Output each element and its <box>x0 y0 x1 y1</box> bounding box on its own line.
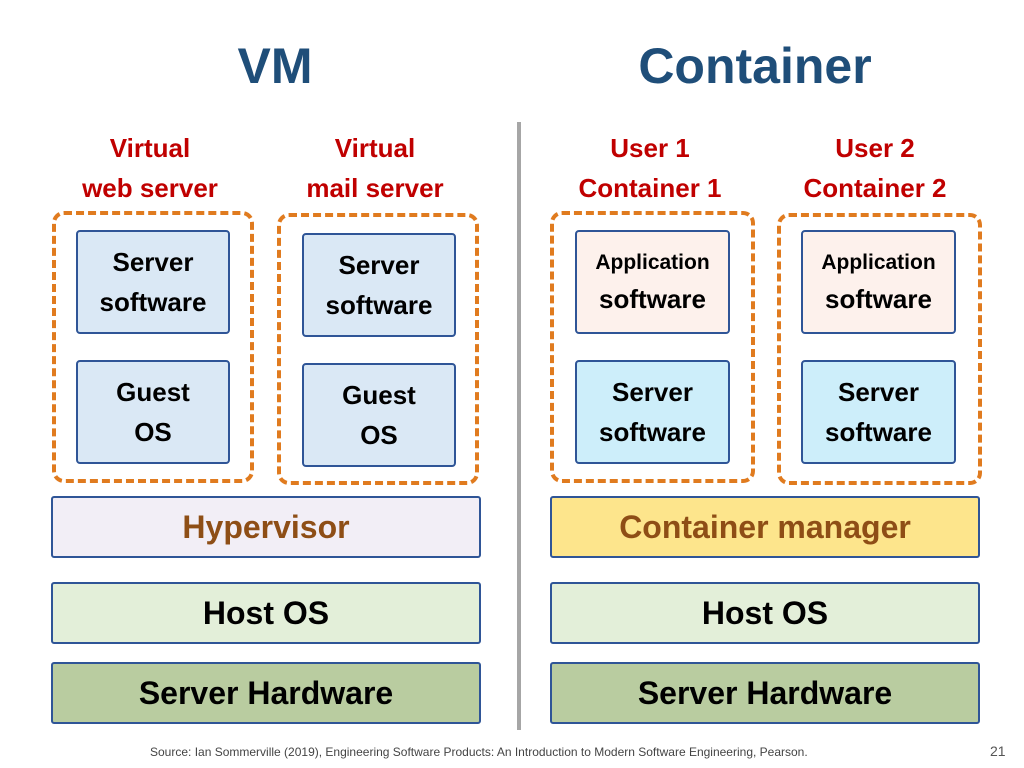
center-divider <box>517 122 521 730</box>
layer-label: Host OS <box>701 594 829 631</box>
box-text: software <box>99 287 207 317</box>
vm-label-mail-server: Virtual mail server <box>285 128 465 208</box>
box-text: Application <box>821 251 936 274</box>
label-line: User 2 <box>835 133 915 163</box>
container-manager-layer: Container manager <box>550 496 980 558</box>
vm-web-server-group <box>52 211 254 483</box>
vm-web-server-software-box: Server software <box>76 230 230 334</box>
label-line: Virtual <box>334 133 416 163</box>
hypervisor-layer: Hypervisor <box>51 496 481 558</box>
container-host-os-layer: Host OS <box>550 582 980 644</box>
label-line: Container 1 <box>578 173 722 203</box>
vm-mail-guest-os-box: Guest OS <box>302 363 456 467</box>
box-text: software <box>825 417 932 447</box>
vm-title: VM <box>237 38 313 94</box>
source-citation: Source: Ian Sommerville (2019), Engineer… <box>150 745 808 759</box>
container-2-server-software-box: Server software <box>801 360 956 464</box>
label-line: Virtual <box>109 133 191 163</box>
layer-label: Host OS <box>202 594 330 631</box>
label-line: mail server <box>306 173 444 203</box>
layer-label: Container manager <box>619 508 911 545</box>
box-text: Server <box>838 377 919 407</box>
box-text: Application <box>595 251 710 274</box>
box-text: Guest <box>116 377 190 407</box>
box-text: software <box>325 290 433 320</box>
vm-mail-server-group <box>277 213 479 485</box>
box-text: software <box>599 417 706 447</box>
container-server-hardware-layer: Server Hardware <box>550 662 980 724</box>
layer-label: Server Hardware <box>637 674 893 711</box>
box-text: software <box>599 284 706 314</box>
page-number: 21 <box>990 743 1006 759</box>
vm-mail-server-software-box: Server software <box>302 233 456 337</box>
container-1-server-software-box: Server software <box>575 360 730 464</box>
container-2-application-box: Application software <box>801 230 956 334</box>
label-line: web server <box>82 173 218 203</box>
vm-label-web-server: Virtual web server <box>60 128 240 208</box>
container-1-group <box>550 211 755 483</box>
label-line: Container 2 <box>803 173 947 203</box>
vm-host-os-layer: Host OS <box>51 582 481 644</box>
box-text: Server <box>338 250 420 280</box>
layer-label: Server Hardware <box>138 674 394 711</box>
container-label-user2: User 2 Container 2 <box>780 128 970 208</box>
container-label-user1: User 1 Container 1 <box>555 128 745 208</box>
box-text: software <box>825 284 932 314</box>
layer-label: Hypervisor <box>182 508 350 545</box>
vm-web-guest-os-box: Guest OS <box>76 360 230 464</box>
container-title: Container <box>638 38 872 94</box>
box-text: OS <box>134 417 172 447</box>
container-2-group <box>777 213 982 485</box>
box-text: Server <box>612 377 693 407</box>
box-text: OS <box>360 420 398 450</box>
label-line: User 1 <box>610 133 690 163</box>
vm-server-hardware-layer: Server Hardware <box>51 662 481 724</box>
box-text: Server <box>112 247 194 277</box>
box-text: Guest <box>342 380 416 410</box>
container-1-application-box: Application software <box>575 230 730 334</box>
